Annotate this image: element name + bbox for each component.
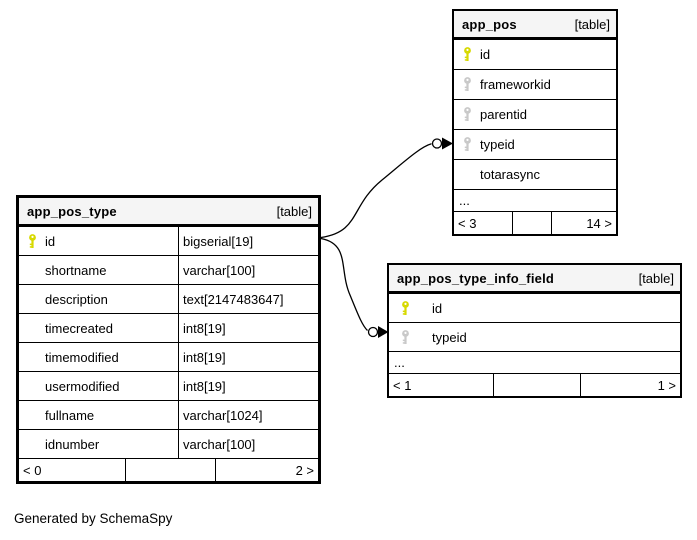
column-name: parentid <box>480 107 527 122</box>
parents-count: < 0 <box>23 462 42 478</box>
column-row-idnumber: idnumber varchar[100] <box>19 429 318 458</box>
arrowhead-icon <box>378 326 389 338</box>
primary-key-icon <box>389 300 432 316</box>
table-header[interactable]: app_pos_type_info_field [table] <box>389 265 680 293</box>
column-row-fullname: fullname varchar[1024] <box>19 400 318 429</box>
table-app-pos-type-info-field[interactable]: app_pos_type_info_field [table] id typei… <box>387 263 682 398</box>
column-name: fullname <box>45 407 95 423</box>
column-type: bigserial[19] <box>178 227 318 255</box>
table-footer: < 0 2 > <box>19 458 318 481</box>
table-header[interactable]: app_pos [table] <box>454 11 616 39</box>
column-type: int8[19] <box>178 343 318 371</box>
relationship-info-field-typeid <box>320 237 389 338</box>
column-row-id: id bigserial[19] <box>19 226 318 255</box>
column-type: varchar[1024] <box>178 401 318 429</box>
column-name: id <box>432 300 443 316</box>
column-name: frameworkid <box>480 77 551 92</box>
table-footer: < 1 1 > <box>389 373 680 396</box>
foreign-key-icon <box>389 329 432 345</box>
primary-key-icon <box>19 233 45 249</box>
column-row-timemodified: timemodified int8[19] <box>19 342 318 371</box>
primary-key-icon <box>454 47 480 62</box>
table-tag: [table] <box>574 16 610 32</box>
column-name: timecreated <box>45 320 113 336</box>
more-columns-ellipsis: ... <box>389 351 680 373</box>
column-row-shortname: shortname varchar[100] <box>19 255 318 284</box>
table-name: app_pos_type <box>27 203 117 219</box>
generated-by-caption: Generated by SchemaSpy <box>14 511 173 526</box>
table-header[interactable]: app_pos_type [table] <box>19 198 318 226</box>
children-count: 2 > <box>215 459 318 481</box>
table-name: app_pos_type_info_field <box>397 270 555 286</box>
column-row-typeid: typeid <box>454 129 616 159</box>
column-row-timecreated: timecreated int8[19] <box>19 313 318 342</box>
table-tag: [table] <box>276 203 312 219</box>
column-name: usermodified <box>45 378 120 394</box>
column-row-usermodified: usermodified int8[19] <box>19 371 318 400</box>
parents-count: < 3 <box>458 215 477 231</box>
relationship-app-pos-typeid <box>320 137 453 239</box>
parents-count: < 1 <box>393 377 412 393</box>
zero-many-circle <box>431 138 443 149</box>
column-name: description <box>45 291 108 307</box>
table-footer: < 3 14 > <box>454 211 616 234</box>
column-type: varchar[100] <box>178 256 318 284</box>
column-name: timemodified <box>45 349 119 365</box>
table-name: app_pos <box>462 16 517 32</box>
column-row-frameworkid: frameworkid <box>454 69 616 99</box>
foreign-key-icon <box>454 107 480 122</box>
column-row-parentid: parentid <box>454 99 616 129</box>
children-count: 1 > <box>580 374 680 396</box>
column-name: totarasync <box>480 167 540 182</box>
column-name: shortname <box>45 262 107 278</box>
column-name: typeid <box>480 137 515 152</box>
column-type: text[2147483647] <box>178 285 318 313</box>
column-name: idnumber <box>45 436 100 452</box>
column-type: varchar[100] <box>178 430 318 458</box>
table-tag: [table] <box>638 270 674 286</box>
column-row-description: description text[2147483647] <box>19 284 318 313</box>
column-row-id: id <box>389 293 680 322</box>
more-columns-ellipsis: ... <box>454 189 616 211</box>
footer-spacer <box>125 459 215 481</box>
column-type: int8[19] <box>178 314 318 342</box>
column-type: int8[19] <box>178 372 318 400</box>
column-row-totarasync: totarasync <box>454 159 616 189</box>
children-count: 14 > <box>551 212 616 234</box>
column-row-id: id <box>454 39 616 69</box>
column-name: typeid <box>432 329 467 345</box>
footer-spacer <box>512 212 551 234</box>
foreign-key-icon <box>454 137 480 152</box>
footer-spacer <box>493 374 580 396</box>
zero-many-circle <box>367 326 379 338</box>
foreign-key-icon <box>454 77 480 92</box>
table-app-pos-type[interactable]: app_pos_type [table] id bigserial[19] sh… <box>16 195 321 484</box>
table-app-pos[interactable]: app_pos [table] id frameworkid parentid <box>452 9 618 236</box>
column-row-typeid: typeid <box>389 322 680 351</box>
arrowhead-icon <box>442 137 453 150</box>
column-name: id <box>45 233 56 249</box>
column-name: id <box>480 47 491 62</box>
